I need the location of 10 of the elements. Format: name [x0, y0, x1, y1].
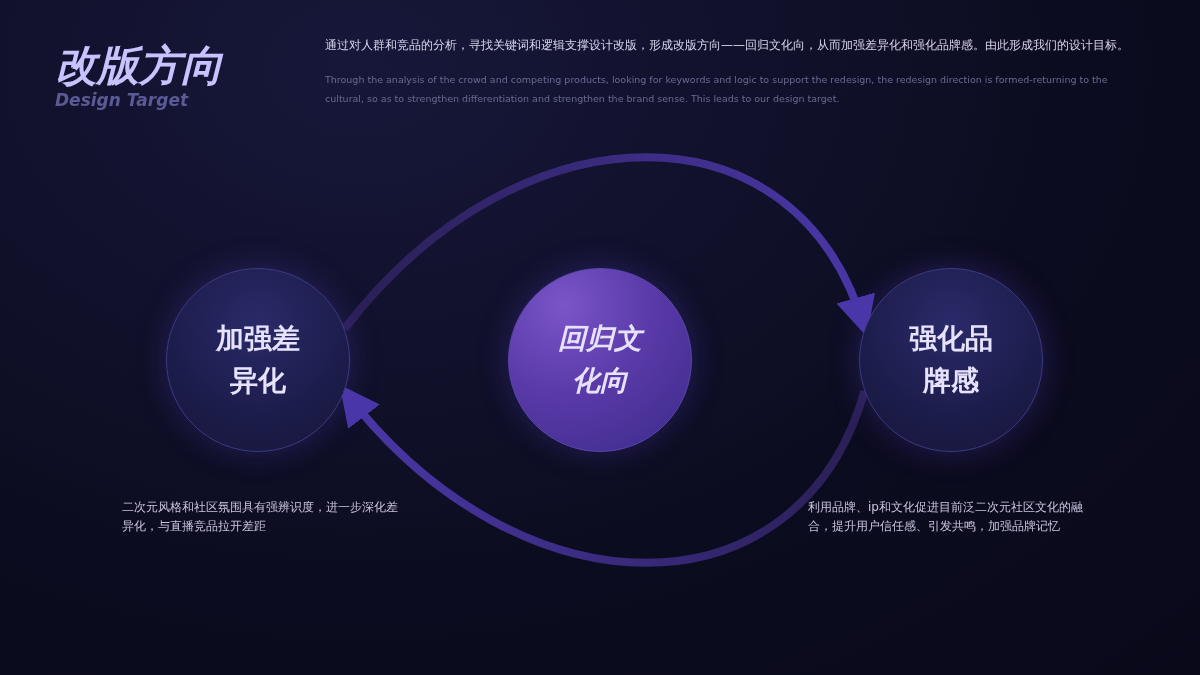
subtitle: Design Target — [55, 90, 189, 110]
curved-arrow — [339, 385, 869, 567]
description-text: Through the analysis of the crowd and competing products, looking for keywords and logic to support the redesign, the redesign direction is formed-returning to the cultural, so as to strengthen differentiation and strengthen the brand sense. This leads to our design target. — [325, 73, 1109, 106]
caption-text: 二次元风格和社区氛围具有强辨识度，进一步深化差异化，与直播竞品拉开差距 — [122, 499, 399, 535]
node-label: 回归文化向 — [557, 318, 643, 402]
node-label: 加强差异化 — [215, 321, 301, 399]
description-text: 通过对人群和竞品的分析，寻找关键词和逻辑支撑设计改版，形成改版方向——回归文化向，从而加强差异化和强化品牌感。由此形成我们的设计目标。 — [325, 37, 1130, 53]
caption-text: 利用品牌、ip和文化促进目前泛二次元社区文化的融合，提升用户信任感、引发共鸣，加强品牌记忆 — [808, 499, 1084, 535]
node-label: 强化品牌感 — [908, 321, 994, 399]
page-title: 改版方向 — [55, 40, 223, 92]
